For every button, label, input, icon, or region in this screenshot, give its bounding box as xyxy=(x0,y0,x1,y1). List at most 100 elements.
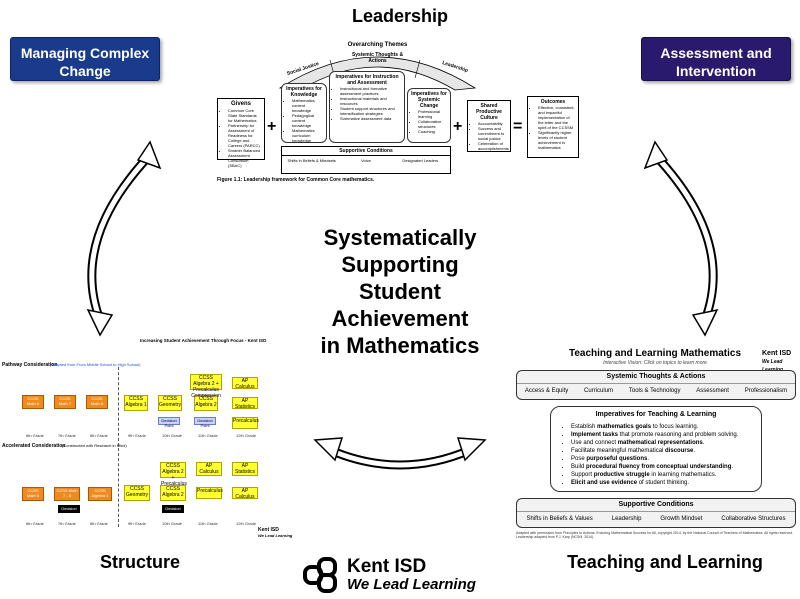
teaching-learning-figure: Teaching and Learning Mathematics Intera… xyxy=(510,348,800,543)
logo-name: Kent ISD xyxy=(258,527,279,533)
givens-list: Common Core State Standards for Mathemat… xyxy=(220,108,262,168)
tl-supportive-item[interactable]: Growth Mindset xyxy=(660,516,703,522)
list-item: Mathematics curriculum knowledge xyxy=(292,128,324,143)
list-item: Collaborative structures xyxy=(418,119,448,129)
tl-supportive-item[interactable]: Collaborative Structures xyxy=(721,516,786,522)
pathway-label: Pathway Consideration xyxy=(2,362,58,368)
supportive-title: Supportive Conditions xyxy=(282,147,450,156)
grade-label: 9th Grade xyxy=(128,433,146,438)
course-box: CCSS Algebra 1 xyxy=(88,487,112,501)
tl-imperatives-list: Establish mathematics goals to focus lea… xyxy=(557,423,755,487)
double-arrow-right xyxy=(643,140,719,337)
tl-supportive-box: Supportive Conditions Shifts in Beliefs … xyxy=(516,498,796,528)
knowledge-box: Imperatives for Knowledge Mathematics co… xyxy=(281,83,327,143)
tl-systemic-item[interactable]: Access & Equity xyxy=(524,388,569,394)
grade-label: 8th Grade xyxy=(90,433,108,438)
figure-caption: Figure 1.1: Leadership framework for Com… xyxy=(217,177,375,183)
structure-figure: Increasing Student Achievement Through F… xyxy=(0,337,300,547)
tl-systemic-item[interactable]: Curriculum xyxy=(584,388,614,394)
supportive-item: Shifts in Beliefs & Mindsets xyxy=(287,158,336,163)
givens-box: Givens Common Core State Standards for M… xyxy=(217,98,265,168)
structure-title: Increasing Student Achievement Through F… xyxy=(140,338,267,343)
course-box: CCSS Algebra 2 + Precalculus Compression xyxy=(190,374,222,399)
center-line: Achievement xyxy=(331,306,469,331)
kent-isd-logo: Kent ISD We Lead Learning xyxy=(303,557,503,597)
grade-label: 10th Grade xyxy=(162,433,183,438)
page-title: Leadership xyxy=(351,6,449,26)
list-item: Partnership for Assessment of Readiness … xyxy=(228,123,262,148)
list-item: Student support structures and intensifi… xyxy=(340,106,402,116)
course-box: CCSS Math 6 xyxy=(22,487,44,501)
structure-label: Structure xyxy=(99,552,180,572)
overarching-themes-title: Overarching Themes xyxy=(347,42,408,48)
culture-title: Shared Productive Culture xyxy=(476,103,502,121)
tl-supportive-item[interactable]: Shifts in Beliefs & Values xyxy=(526,516,593,522)
tl-systemic-title: Systemic Thoughts & Actions xyxy=(517,371,795,384)
course-box: CCSS Math 8 xyxy=(86,395,108,409)
tl-systemic-item[interactable]: Professionalism xyxy=(744,388,788,394)
tl-subtitle: Interactive Vision: Click on topics to l… xyxy=(603,360,707,366)
tl-supportive-title: Supportive Conditions xyxy=(517,499,795,512)
grade-label: 11th Grade xyxy=(198,521,218,526)
tl-imperative-item[interactable]: Pose purposeful questions. xyxy=(571,455,755,463)
course-box: AP Statistics xyxy=(232,462,258,476)
tl-imperative-item[interactable]: Use and connect mathematical representat… xyxy=(571,439,755,447)
givens-title: Givens xyxy=(230,101,251,107)
course-box: CCSS Algebra 2 xyxy=(160,485,186,501)
list-item: Success and commitment to social justice xyxy=(478,126,508,141)
list-item: Accountability xyxy=(478,121,508,126)
grade-label: 11th Grade xyxy=(198,433,218,438)
tl-imperative-item[interactable]: Facilitate meaningful mathematical disco… xyxy=(571,447,755,455)
course-box: AP Calculus xyxy=(232,487,258,500)
course-box: AP Calculus xyxy=(196,462,222,476)
course-box: CCSS Geometry xyxy=(158,395,182,411)
instruction-box: Imperatives for Instruction and Assessme… xyxy=(329,71,405,143)
tl-imperative-item[interactable]: Establish mathematics goals to focus lea… xyxy=(571,423,755,431)
grade-label: 7th Grade xyxy=(58,433,76,438)
list-item: Smarter Balanced Assessment Consortium (… xyxy=(228,148,262,168)
tl-systemic-item[interactable]: Assessment xyxy=(696,388,729,394)
grade-label: 10th Grade xyxy=(162,521,183,526)
center-line: Student xyxy=(359,279,441,304)
tl-title: Teaching and Learning Mathematics xyxy=(568,348,742,359)
decision-box: Decision Point xyxy=(194,417,216,428)
tl-systemic-item[interactable]: Tools & Technology xyxy=(628,388,681,394)
double-arrow-left xyxy=(86,140,162,337)
tl-imperative-item[interactable]: Implement tasks that promote reasoning a… xyxy=(571,431,755,439)
culture-box: Shared Productive Culture Accountability… xyxy=(467,100,511,152)
list-item: Effective, consistent, and impactful imp… xyxy=(538,105,576,130)
center-statement: Systematically Supporting Student Achiev… xyxy=(280,224,520,359)
knowledge-list: Mathematics content knowledge Pedagogica… xyxy=(284,98,324,143)
grade-label: 6th Grade xyxy=(26,433,44,438)
instruction-list: Instructional and formative assessment p… xyxy=(332,86,402,121)
systemic-list: Professional learning Collaborative stru… xyxy=(410,109,448,134)
course-box: CCSS Math 7 - 8 xyxy=(54,487,80,501)
course-box: CCSS Geometry xyxy=(124,485,150,501)
center-line: in Mathematics xyxy=(320,333,480,358)
leadership-framework-figure: Overarching Themes Social Justice System… xyxy=(215,38,580,188)
tl-imperative-item[interactable]: Support productive struggle in learning … xyxy=(571,471,755,479)
course-box: CCSS Algebra 2 + Precalculus xyxy=(160,462,187,487)
decision-box: Decision Point xyxy=(158,417,180,428)
tl-imperative-item[interactable]: Elicit and use evidence of student think… xyxy=(571,479,755,487)
tl-supportive-item[interactable]: Leadership xyxy=(611,516,642,522)
list-item: Coaching xyxy=(418,129,448,134)
course-box: Precalculus xyxy=(196,487,223,499)
tl-imperatives-title: Imperatives for Teaching & Learning xyxy=(595,411,717,418)
accel-note: (Constructed with Research in Mind) xyxy=(62,443,127,448)
tl-systemic-box: Systemic Thoughts & Actions Access & Equ… xyxy=(516,370,796,400)
pathway-note: (Adapted from From Middle School to High… xyxy=(50,362,141,367)
knowledge-title: Imperatives for Knowledge xyxy=(286,86,322,98)
center-line: Supporting xyxy=(341,252,459,277)
grade-divider xyxy=(118,367,119,527)
supportive-item: Designated Leaders xyxy=(402,158,439,163)
tl-footnote: Adapted with permission from Principles … xyxy=(516,531,794,539)
course-box: CCSS Algebra 2 xyxy=(194,395,218,411)
course-box: CCSS Math 7 xyxy=(54,395,76,409)
course-box: Precalculus xyxy=(232,417,259,429)
logo-name: Kent ISD xyxy=(347,556,427,577)
tl-imperative-item[interactable]: Build procedural fluency from conceptual… xyxy=(571,463,755,471)
plus-sign: + xyxy=(453,118,463,135)
logo-tagline: We Lead Learning xyxy=(258,533,293,538)
